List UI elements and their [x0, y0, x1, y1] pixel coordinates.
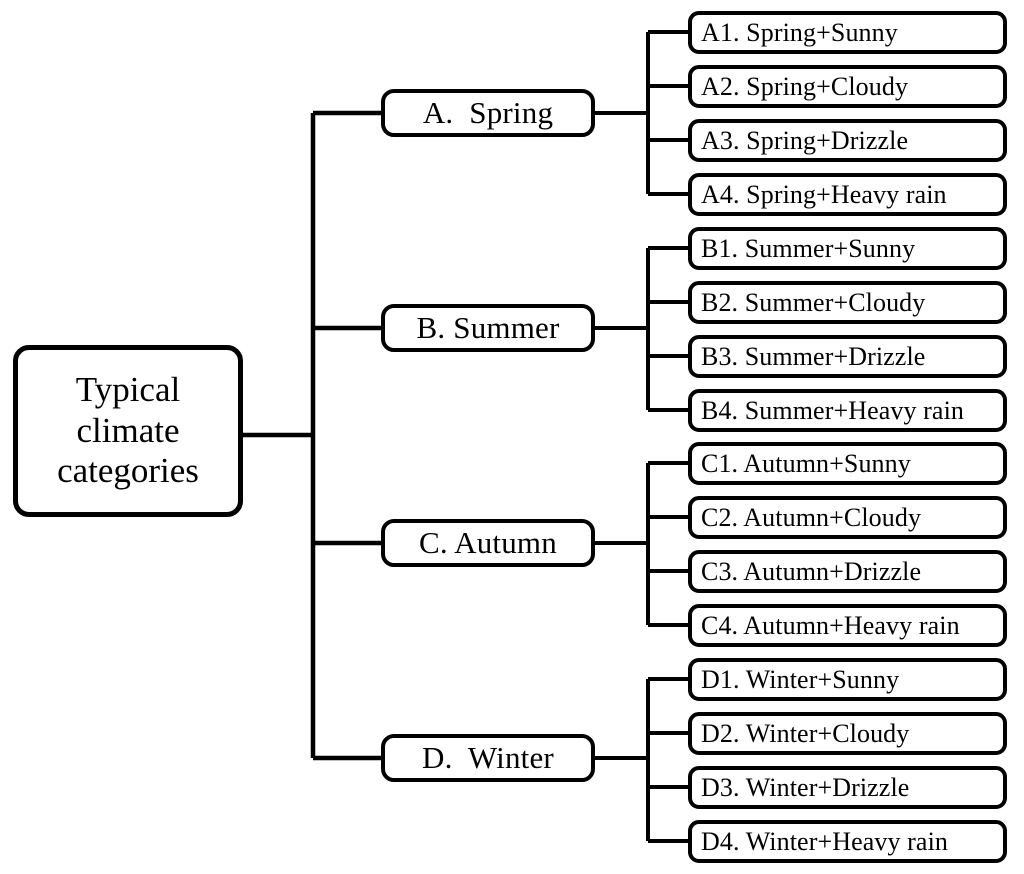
leaf-node-b2[interactable]: B2. Summer+Cloudy — [688, 281, 1007, 324]
leaf-label-a1: A1. Spring+Sunny — [701, 17, 898, 47]
season-node-winter[interactable]: D. Winter — [381, 734, 595, 782]
season-node-spring[interactable]: A. Spring — [381, 89, 595, 137]
leaf-label-c3: C3. Autumn+Drizzle — [701, 556, 922, 586]
leaf-label-d3: D3. Winter+Drizzle — [701, 772, 910, 802]
leaf-node-c1[interactable]: C1. Autumn+Sunny — [688, 442, 1007, 485]
leaf-label-c1: C1. Autumn+Sunny — [701, 448, 911, 478]
leaf-node-a4[interactable]: A4. Spring+Heavy rain — [688, 173, 1007, 216]
leaf-label-a2: A2. Spring+Cloudy — [701, 71, 909, 101]
season-label-summer: B. Summer — [416, 310, 560, 345]
season-node-summer[interactable]: B. Summer — [381, 304, 595, 352]
season-label-winter: D. Winter — [422, 740, 554, 775]
leaf-node-b1[interactable]: B1. Summer+Sunny — [688, 227, 1007, 270]
root-label-line-2: climate — [76, 410, 180, 450]
leaf-label-c2: C2. Autumn+Cloudy — [701, 502, 922, 532]
leaf-node-c3[interactable]: C3. Autumn+Drizzle — [688, 550, 1007, 593]
leaf-label-a4: A4. Spring+Heavy rain — [701, 179, 947, 209]
leaf-label-b2: B2. Summer+Cloudy — [701, 287, 926, 317]
leaf-node-d3[interactable]: D3. Winter+Drizzle — [688, 766, 1007, 809]
leaf-label-d2: D2. Winter+Cloudy — [701, 718, 910, 748]
leaf-node-a3[interactable]: A3. Spring+Drizzle — [688, 119, 1007, 162]
leaf-node-c2[interactable]: C2. Autumn+Cloudy — [688, 496, 1007, 539]
leaf-label-d1: D1. Winter+Sunny — [701, 664, 900, 694]
leaf-node-b4[interactable]: B4. Summer+Heavy rain — [688, 389, 1007, 432]
root-node-typical-climate-categories[interactable]: Typical climate categories — [13, 345, 243, 517]
leaf-label-b3: B3. Summer+Drizzle — [701, 341, 926, 371]
leaf-node-a2[interactable]: A2. Spring+Cloudy — [688, 65, 1007, 108]
leaf-node-c4[interactable]: C4. Autumn+Heavy rain — [688, 604, 1007, 647]
leaf-node-b3[interactable]: B3. Summer+Drizzle — [688, 335, 1007, 378]
leaf-node-d1[interactable]: D1. Winter+Sunny — [688, 658, 1007, 701]
root-label-line-3: categories — [57, 451, 199, 491]
leaf-label-a3: A3. Spring+Drizzle — [701, 125, 909, 155]
leaf-node-a1[interactable]: A1. Spring+Sunny — [688, 11, 1007, 54]
season-label-spring: A. Spring — [422, 95, 554, 130]
leaf-label-d4: D4. Winter+Heavy rain — [701, 826, 948, 856]
season-node-autumn[interactable]: C. Autumn — [381, 519, 595, 567]
leaf-node-d4[interactable]: D4. Winter+Heavy rain — [688, 820, 1007, 863]
leaf-label-c4: C4. Autumn+Heavy rain — [701, 610, 960, 640]
season-label-autumn: C. Autumn — [419, 525, 557, 560]
leaf-node-d2[interactable]: D2. Winter+Cloudy — [688, 712, 1007, 755]
leaf-label-b1: B1. Summer+Sunny — [701, 233, 916, 263]
leaf-label-b4: B4. Summer+Heavy rain — [701, 395, 964, 425]
root-label-line-1: Typical — [75, 369, 181, 409]
